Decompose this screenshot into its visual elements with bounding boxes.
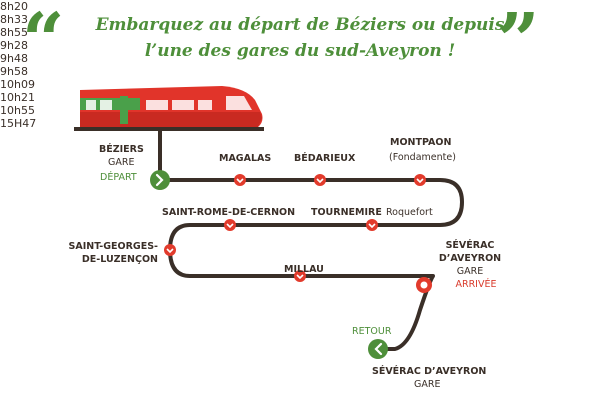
station-saint-georges-name-2: DE-LUZENÇON: [81, 254, 158, 265]
stop-beziers-marker: [150, 170, 170, 190]
stop-severac-return-marker: [368, 339, 388, 359]
station-beziers-depart: DÉPART: [100, 172, 137, 183]
stop-bedarieux-marker: [314, 174, 326, 186]
return-label: RETOUR: [352, 326, 392, 337]
station-tournemire-name: TOURNEMIRE: [311, 207, 382, 218]
time-millau: 10h21: [0, 91, 35, 104]
station-beziers-sub: GARE: [108, 157, 135, 168]
time-severac-arrival: 10h55: [0, 104, 35, 117]
time-saint-georges: 10h09: [0, 78, 35, 91]
station-severac-return-sub: GARE: [414, 379, 441, 390]
stop-millau-marker: [294, 270, 306, 282]
train-illustration: [74, 86, 264, 131]
station-severac-name-2: D’AVEYRON: [438, 253, 502, 264]
time-magalas: 8h33: [0, 13, 28, 26]
station-magalas-name: MAGALAS: [219, 153, 272, 164]
time-saint-rome: 9h58: [0, 65, 28, 78]
opening-quote: “: [22, 0, 65, 84]
station-severac-return-name: SÉVÉRAC D’AVEYRON: [372, 366, 487, 377]
headline-line-2: l’une des gares du sud-Aveyron !: [144, 41, 456, 61]
stop-montpaon-marker: [414, 174, 426, 186]
headline-line-1: Embarquez au départ de Béziers ou depuis: [95, 15, 505, 35]
time-montpaon: 9h28: [0, 39, 28, 52]
station-tournemire-sub: Roquefort: [386, 207, 433, 218]
station-severac-sub: GARE: [456, 266, 484, 277]
station-severac-name-1: SÉVÉRAC: [445, 240, 495, 251]
time-tournemire: 9h48: [0, 52, 28, 65]
station-montpaon-name: MONTPAON: [390, 137, 452, 148]
stop-saint-georges-marker: [164, 244, 176, 256]
station-millau-name: MILLAU: [284, 264, 324, 275]
station-bedarieux-name: BÉDARIEUX: [294, 153, 356, 164]
station-montpaon-sub: (Fondamente): [389, 152, 456, 163]
station-saint-georges-name-1: SAINT-GEORGES-: [68, 241, 158, 252]
station-saint-rome-name: SAINT-ROME-DE-CERNON: [162, 207, 296, 218]
station-beziers-name: BÉZIERS: [99, 144, 144, 155]
closing-quote: ”: [497, 0, 540, 84]
stop-magalas-marker: [234, 174, 246, 186]
time-beziers: 8h20: [0, 0, 28, 13]
stop-saint-rome-marker: [224, 219, 236, 231]
stop-tournemire-marker: [366, 219, 378, 231]
time-bedarieux: 8h55: [0, 26, 28, 39]
time-return: 15H47: [0, 117, 37, 130]
stop-severac-arrival-marker: [416, 277, 432, 293]
station-severac-arrivee: ARRIVÉE: [455, 279, 497, 290]
